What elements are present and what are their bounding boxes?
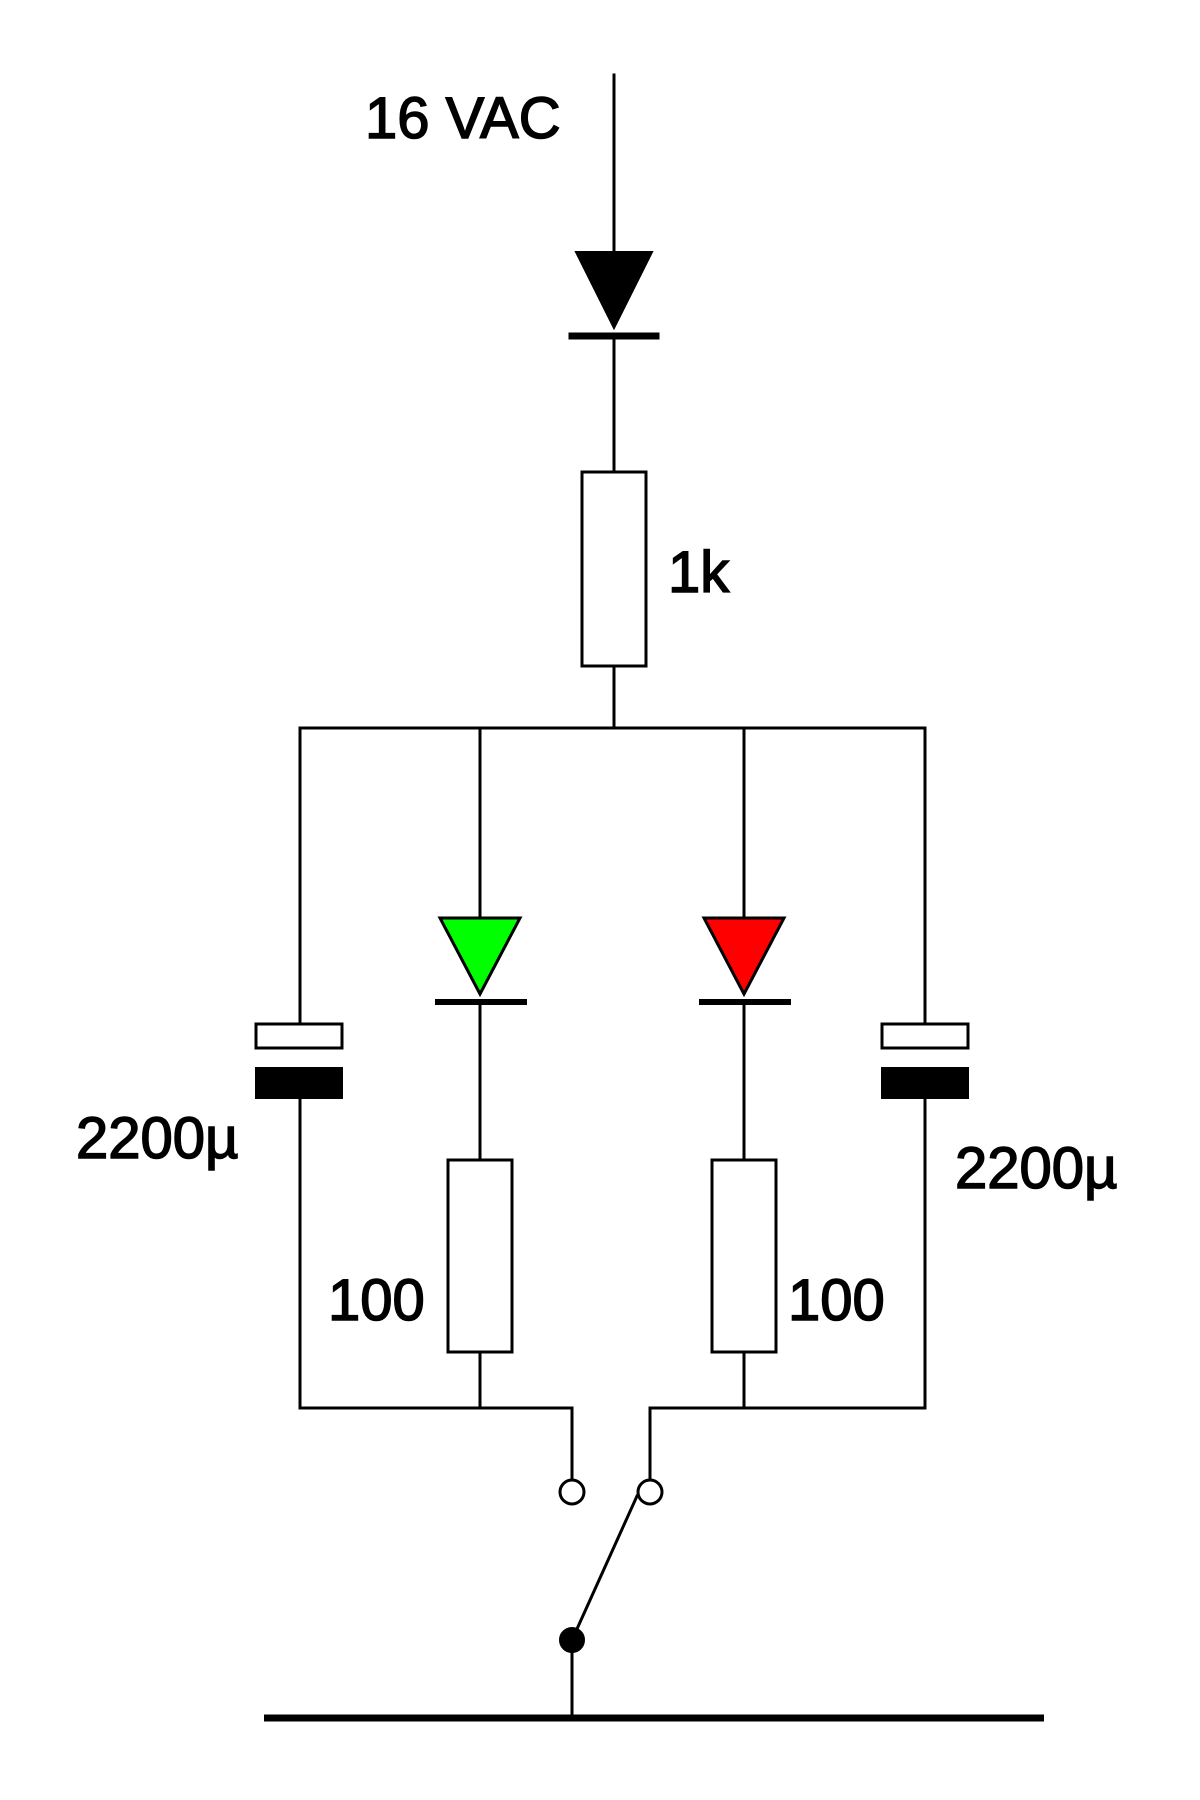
left-capacitor-plate-positive [254, 1022, 344, 1050]
series-resistor [580, 470, 648, 668]
right-capacitor-plate-positive [880, 1022, 970, 1050]
switch-contact-right [636, 1478, 664, 1506]
rectifier-diode-triangle [574, 251, 654, 331]
left-bottom-bus [298, 1406, 574, 1480]
green-led-triangle [437, 916, 523, 998]
red-led-triangle [701, 916, 787, 998]
series-resistor-label: 1k [668, 540, 730, 605]
switch-contact-left [558, 1478, 586, 1506]
supply-label: 16 VAC [365, 86, 561, 151]
right-resistor-label: 100 [788, 1268, 885, 1333]
right-capacitor-plate-negative [881, 1067, 969, 1099]
left-resistor-label: 100 [328, 1268, 425, 1333]
switch-lever [570, 1494, 639, 1642]
left-capacitor-label: 2200µ [76, 1106, 238, 1171]
right-led-resistor [710, 1158, 778, 1354]
left-capacitor-plate-negative [255, 1067, 343, 1099]
right-capacitor-label: 2200µ [955, 1136, 1117, 1201]
right-bottom-bus [648, 1406, 927, 1480]
left-led-resistor [446, 1158, 514, 1354]
